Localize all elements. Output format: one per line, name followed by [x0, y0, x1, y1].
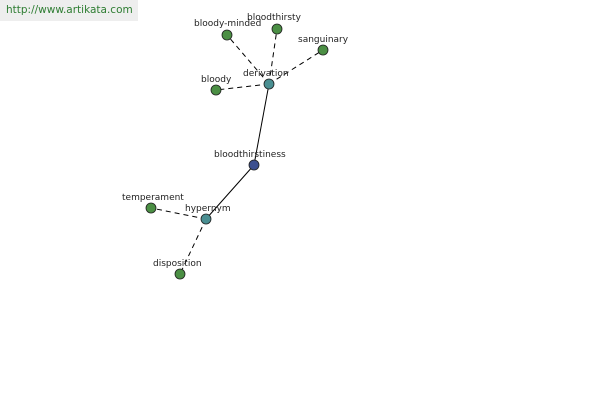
- node-label-temperament: temperament: [122, 193, 184, 203]
- node-label-bloody-minded: bloody-minded: [194, 19, 261, 29]
- node-circle-sanguinary[interactable]: [317, 44, 329, 56]
- node-label-derivation: derivation: [243, 69, 289, 79]
- node-bloodthirstiness[interactable]: bloodthirstiness: [214, 150, 286, 171]
- edge-hypernym-disposition: [179, 218, 207, 275]
- node-label-bloodthirstiness: bloodthirstiness: [214, 150, 286, 160]
- edge-derivation-sanguinary: [268, 49, 324, 85]
- node-bloodthirsty[interactable]: bloodthirsty: [247, 13, 302, 35]
- node-circle-derivation[interactable]: [263, 78, 275, 90]
- node-circle-bloodthirsty[interactable]: [271, 23, 283, 35]
- node-circle-bloody[interactable]: [210, 84, 222, 96]
- edge-bloodthirstiness-derivation: [253, 83, 270, 166]
- nodes-layer: bloodthirstiness derivation hypernym bloody…: [122, 13, 349, 280]
- edge-derivation-bloodthirsty: [268, 28, 278, 85]
- node-circle-hypernym[interactable]: [200, 213, 212, 225]
- node-circle-disposition[interactable]: [174, 268, 186, 280]
- node-sanguinary[interactable]: sanguinary: [298, 35, 349, 56]
- node-circle-temperament[interactable]: [145, 202, 157, 214]
- node-bloody-minded[interactable]: bloody-minded: [194, 19, 261, 41]
- node-hypernym[interactable]: hypernym: [185, 204, 231, 225]
- node-label-disposition: disposition: [153, 259, 202, 269]
- edge-bloodthirstiness-hypernym: [205, 164, 255, 220]
- edge-derivation-bloody-minded: [226, 34, 270, 85]
- node-temperament[interactable]: temperament: [122, 193, 184, 214]
- edges-layer: [150, 28, 324, 275]
- node-circle-bloody-minded[interactable]: [221, 29, 233, 41]
- node-label-hypernym: hypernym: [185, 204, 231, 214]
- node-derivation[interactable]: derivation: [243, 69, 289, 90]
- edge-hypernym-temperament: [150, 207, 207, 220]
- node-circle-bloodthirstiness[interactable]: [248, 159, 260, 171]
- node-label-bloodthirsty: bloodthirsty: [247, 13, 302, 23]
- node-label-sanguinary: sanguinary: [298, 35, 349, 45]
- node-label-bloody: bloody: [201, 75, 232, 85]
- node-disposition[interactable]: disposition: [153, 259, 202, 280]
- node-bloody[interactable]: bloody: [201, 75, 232, 96]
- watermark-url: http://www.artikata.com: [0, 0, 138, 21]
